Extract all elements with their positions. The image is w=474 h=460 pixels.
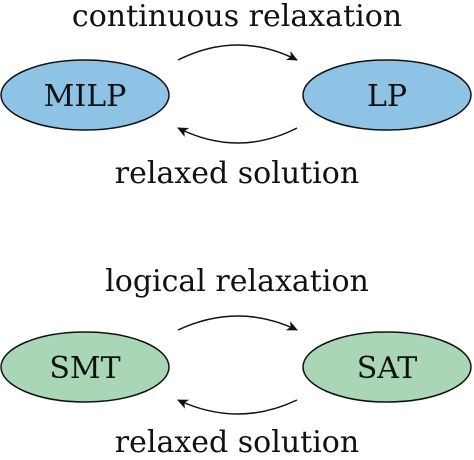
lp-node [302,59,472,131]
smt-node-label: SMT [49,351,120,386]
relaxation-arrow-top [177,44,298,61]
top-label-below: relaxed solution [115,156,359,191]
top-label-above: continuous relaxation [72,0,402,34]
sat-node-label: SAT [357,351,418,386]
bottom-diagram: logical relaxation SMT SAT relaxed solut… [0,264,472,460]
bottom-label-above: logical relaxation [105,264,369,299]
bottom-label-below: relaxed solution [115,425,359,460]
solution-arrow-bottom [177,399,298,415]
relaxation-arrow-bottom [177,315,298,331]
milp-node-label: MILP [44,79,127,114]
top-diagram: continuous relaxation MILP LP relaxed so… [0,0,472,191]
sat-node [302,331,472,403]
smt-node [0,331,170,403]
solution-arrow-top [177,127,298,144]
lp-node-label: LP [367,79,407,114]
milp-node [0,59,170,131]
